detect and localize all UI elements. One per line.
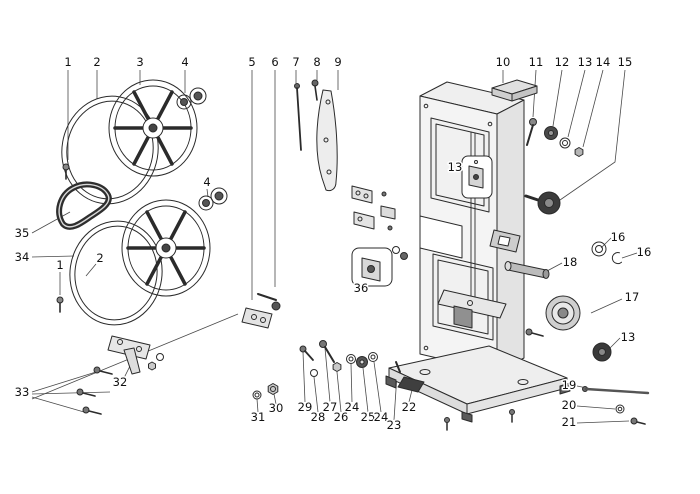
- knob-13-lower: [592, 342, 612, 362]
- drive-belt: [56, 181, 112, 230]
- guide-bracket: [489, 229, 521, 253]
- callout-32: 32: [113, 375, 128, 389]
- motor-pulley-17: [525, 295, 581, 337]
- callout-20: 20: [562, 398, 577, 412]
- bottom-hardware: [252, 340, 401, 400]
- callout-3: 3: [136, 55, 143, 69]
- callout-17: 17: [625, 290, 640, 304]
- shaft-18: [504, 261, 550, 279]
- callout-11: 11: [529, 55, 544, 69]
- callout-25: 25: [361, 410, 376, 424]
- switch-36: [351, 247, 393, 287]
- callout-28: 28: [311, 410, 326, 424]
- callout-13: 13: [448, 160, 463, 174]
- upper-band-wheel: [108, 79, 198, 177]
- parts-artwork: [56, 79, 650, 431]
- callout-21: 21: [562, 415, 577, 429]
- callout-18: 18: [563, 255, 578, 269]
- callout-29: 29: [298, 400, 313, 414]
- callout-1: 1: [56, 258, 63, 272]
- callout-35: 35: [15, 226, 30, 240]
- callout-9: 9: [334, 55, 341, 69]
- tension-bracket: [76, 335, 164, 415]
- callout-36: 36: [354, 281, 369, 295]
- callout-2: 2: [96, 251, 103, 265]
- callout-24: 24: [374, 410, 389, 424]
- callout-22: 22: [402, 400, 417, 414]
- top-cover: [491, 79, 538, 102]
- callout-30: 30: [269, 401, 284, 415]
- callout-24: 24: [345, 400, 360, 414]
- callout-13: 13: [578, 55, 593, 69]
- upper-bearings: [176, 87, 207, 110]
- blade-insert-22: [397, 376, 425, 393]
- callout-23: 23: [387, 418, 402, 432]
- callout-4: 4: [181, 55, 188, 69]
- table-plate: [437, 289, 507, 329]
- callout-10: 10: [496, 55, 511, 69]
- callout-7: 7: [292, 55, 299, 69]
- rod-19-21: [582, 386, 650, 425]
- callout-15: 15: [618, 55, 633, 69]
- callout-16: 16: [611, 230, 626, 244]
- callout-6: 6: [271, 55, 278, 69]
- leader-lines: [31, 69, 638, 424]
- callout-13: 13: [621, 330, 636, 344]
- callout-31: 31: [251, 410, 266, 424]
- callout-33: 33: [15, 385, 30, 399]
- callout-34: 34: [15, 250, 30, 264]
- fasteners-top-right: [526, 118, 584, 157]
- callout-8: 8: [313, 55, 320, 69]
- lower-band-wheel: [121, 199, 211, 297]
- lower-bearings: [198, 187, 228, 211]
- callout-27: 27: [323, 400, 338, 414]
- bearing-clip-16: [591, 241, 622, 265]
- lower-tire: [69, 220, 163, 326]
- callout-2: 2: [93, 55, 100, 69]
- callout-12: 12: [555, 55, 570, 69]
- callout-4: 4: [203, 175, 210, 189]
- lower-guide: [241, 293, 281, 329]
- callout-16: 16: [637, 245, 652, 259]
- switch-box-13: [461, 155, 493, 199]
- callout-26: 26: [334, 410, 349, 424]
- mid-brackets: [351, 185, 408, 260]
- upper-guard-parts: [294, 79, 338, 192]
- callout-1: 1: [64, 55, 71, 69]
- callout-14: 14: [596, 55, 611, 69]
- callout-5: 5: [248, 55, 255, 69]
- tension-knob-15: [524, 191, 561, 215]
- callout-19: 19: [562, 378, 577, 392]
- wheel-screws: [56, 163, 70, 313]
